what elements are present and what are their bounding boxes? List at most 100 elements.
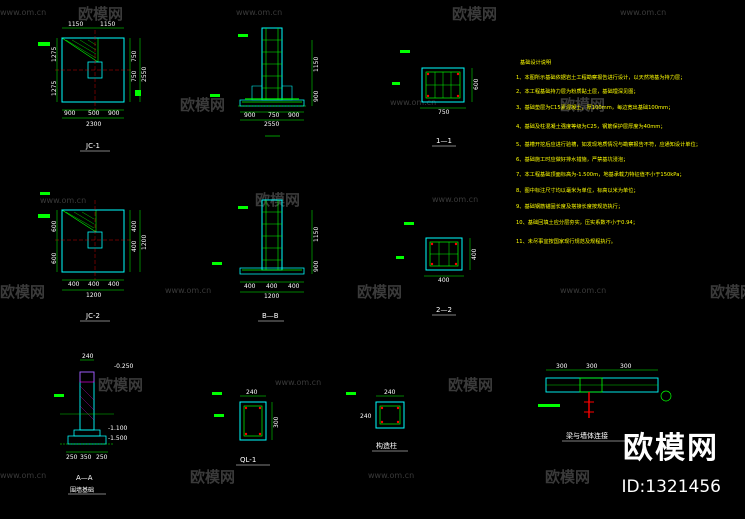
watermark: 欧模网: [190, 468, 235, 486]
dim-text: 1200: [264, 293, 279, 300]
dim-text: 400: [68, 281, 80, 288]
dim-text: 240: [82, 353, 94, 360]
dim-text: 750: [131, 50, 138, 62]
section-2-2: 400 400 2—2: [396, 222, 478, 316]
watermark-url: www.om.cn: [368, 471, 414, 480]
drawing-title: JC-2: [85, 312, 100, 320]
note-line: 7、本工程基础顶面标高为-1.500m，地基承载力特征值不小于150kPa；: [516, 170, 685, 178]
watermark-url: www.om.cn: [620, 8, 666, 17]
dim-text: -1.100: [108, 425, 128, 432]
note-line: 3、基础垫层为C15素混凝土，厚100mm，每边宽出基础100mm；: [516, 103, 673, 111]
watermark-url: www.om.cn: [165, 286, 211, 295]
watermark: 欧模网: [452, 5, 497, 23]
watermark-url: www.om.cn: [560, 286, 606, 295]
watermarks: www.om.cn 欧模网 www.om.cn 欧模网 www.om.cn 欧模…: [0, 5, 745, 486]
note-line: 11、未尽事宜按国家现行规范及规程执行。: [516, 237, 616, 245]
jc1-plan: 1150 1150 900 500 900 2300 1275 1275 750…: [38, 21, 148, 152]
watermark-url: www.om.cn: [0, 471, 46, 480]
dim-text: 1275: [51, 81, 58, 96]
watermark: 欧模网: [357, 283, 402, 301]
dim-text: 600: [51, 252, 58, 264]
dim-text: 600: [473, 78, 480, 90]
drawing-title: 梁与墙体连接: [566, 431, 608, 440]
watermark-url: www.om.cn: [40, 196, 86, 205]
note-line: 4、基础及柱混凝土强度等级为C25，钢筋保护层厚度为40mm；: [516, 122, 666, 130]
watermark-url: www.om.cn: [432, 195, 478, 204]
dim-text: 400: [88, 281, 100, 288]
note-line: 9、基础钢筋锚固长度及搭接长度按规范执行；: [516, 202, 623, 210]
dim-text: 750: [268, 112, 280, 119]
jc2-plan: 400 400 400 1200 600 600 400 400 1200 JC…: [38, 192, 148, 322]
construction-column-section: 240 240 构造柱: [346, 389, 408, 452]
dim-text: 900: [313, 90, 320, 102]
drawing-title: QL-1: [240, 456, 256, 464]
dim-text: 250: [96, 454, 108, 461]
dim-text: 2550: [141, 67, 148, 82]
watermark-url: www.om.cn: [0, 8, 46, 17]
section-1-1: 750 600 1—1: [392, 50, 480, 147]
ql1-beam-section: 240 300 QL-1: [212, 389, 280, 466]
dim-text: 750: [131, 70, 138, 82]
note-line: 8、图中标注尺寸均以毫米为单位，标高以米为单位；: [516, 186, 639, 194]
watermark: 欧模网: [560, 96, 605, 114]
notes-heading: 基础设计说明: [520, 58, 551, 66]
dim-text: 250: [66, 454, 78, 461]
dim-text: 900: [288, 112, 300, 119]
dim-text: 750: [438, 109, 450, 116]
jc2-section: 400 400 400 1200 1150 900 B—B: [212, 199, 320, 322]
design-notes: 基础设计说明 1、本图所示基础依据岩土工程勘察报告进行设计，以天然地基为持力层；…: [516, 58, 701, 245]
dim-text: 240: [360, 413, 372, 420]
dim-text: -0.250: [114, 363, 134, 370]
dim-text: 1150: [313, 227, 320, 242]
note-line: 6、基础施工时应做好排水措施，严禁基坑浸泡；: [516, 155, 628, 163]
drawing-title: 构造柱: [376, 441, 397, 450]
watermark: 欧模网: [710, 283, 745, 301]
drawing-title: 2—2: [436, 306, 452, 314]
dim-text: 400: [266, 283, 278, 290]
watermark: 欧模网: [180, 96, 225, 114]
dim-text: 400: [244, 283, 256, 290]
dim-text: 1275: [51, 47, 58, 62]
dim-text: 1150: [100, 21, 115, 28]
dim-text: 900: [244, 112, 256, 119]
dim-text: 300: [620, 363, 632, 370]
drawing-title: A—A: [76, 474, 93, 482]
dim-text: 300: [586, 363, 598, 370]
watermark: 欧模网: [448, 376, 493, 394]
jc1-section: 900 750 900 2550 1150 900: [210, 27, 320, 137]
dim-text: 400: [288, 283, 300, 290]
dim-text: 400: [131, 240, 138, 252]
dim-text: 2550: [264, 121, 279, 128]
dim-text: 300: [273, 416, 280, 428]
watermark-url: www.om.cn: [236, 8, 282, 17]
watermark: 欧模网: [98, 376, 143, 394]
drawing-subtitle: 围墙基础: [70, 486, 94, 494]
dim-text: 400: [438, 277, 450, 284]
dim-text: 900: [64, 110, 76, 117]
brand-id-text: ID:1321456: [621, 477, 721, 497]
dim-text: 2300: [86, 121, 101, 128]
note-line: 10、基础回填土应分层夯实，压实系数不小于0.94；: [516, 218, 638, 226]
dim-text: 240: [246, 389, 258, 396]
dim-text: 1150: [313, 57, 320, 72]
dim-text: 350: [80, 454, 92, 461]
note-line: 2、本工程基础持力层为粉质黏土层，基础埋深见图；: [516, 87, 639, 95]
dim-text: 1200: [86, 292, 101, 299]
dim-text: 400: [131, 220, 138, 232]
watermark-url: www.om.cn: [275, 378, 321, 387]
dim-text: -1.500: [108, 435, 128, 442]
drawing-title: B—B: [262, 312, 279, 320]
dim-text: 400: [471, 248, 478, 260]
watermark-url: www.om.cn: [390, 98, 436, 107]
wall-foundation-detail: 240 -0.250 -1.100 -1.500 250 350 250 A—A…: [54, 353, 134, 495]
dim-text: 1150: [68, 21, 83, 28]
watermark: 欧模网: [0, 283, 45, 301]
note-line: 1、本图所示基础依据岩土工程勘察报告进行设计，以天然地基为持力层；: [516, 73, 685, 81]
dim-text: 900: [108, 110, 120, 117]
dim-text: 400: [108, 281, 120, 288]
dim-text: 240: [384, 389, 396, 396]
dim-text: 900: [313, 260, 320, 272]
watermark: 欧模网: [545, 468, 590, 486]
